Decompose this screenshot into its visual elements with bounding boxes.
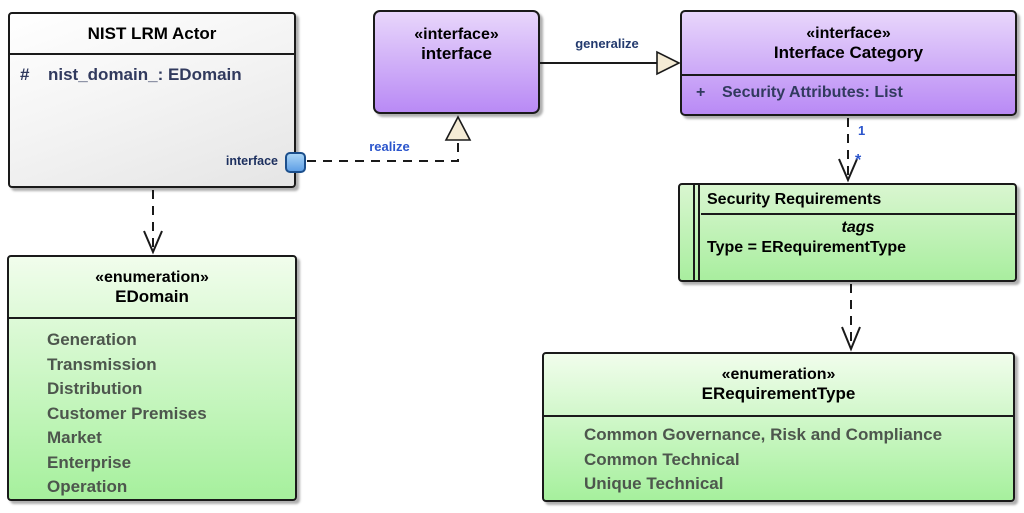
enum-value[interactable]: Generation bbox=[47, 330, 137, 349]
attribute-text: nist_domain_: EDomain bbox=[48, 65, 242, 84]
class-title-interface-category: «interface» Interface Category bbox=[682, 12, 1015, 76]
class-box-interface[interactable]: «interface» interface bbox=[373, 10, 540, 114]
stereotype-label: «enumeration» bbox=[721, 366, 836, 383]
enum-value[interactable]: Enterprise bbox=[47, 452, 132, 472]
enum-value[interactable]: Unique Technical bbox=[584, 474, 724, 493]
class-name-label: Security Requirements bbox=[701, 185, 1015, 215]
enum-value-list: Generation Transmission Distribution Cus… bbox=[9, 319, 295, 500]
attribute-nist-domain[interactable]: # nist_domain_: EDomain bbox=[10, 55, 294, 85]
class-title-nist-lrm-actor: NIST LRM Actor bbox=[10, 14, 294, 55]
generalize-label: generalize bbox=[575, 36, 639, 51]
tag-value: Type = ERequirementType bbox=[707, 239, 907, 256]
enum-value[interactable]: Distribution bbox=[47, 379, 143, 398]
multiplicity-target-label: * bbox=[855, 152, 862, 169]
open-arrowhead-icon bbox=[841, 326, 861, 352]
enum-title-erequirementtype: «enumeration» ERequirementType bbox=[544, 354, 1013, 417]
port-label: interface bbox=[225, 154, 278, 168]
realize-label: realize bbox=[369, 139, 410, 154]
enum-title-edomain: «enumeration» EDomain bbox=[9, 257, 295, 319]
enum-value[interactable]: Customer Premises bbox=[47, 403, 207, 423]
visibility-marker: + bbox=[696, 84, 706, 101]
class-box-interface-category[interactable]: «interface» Interface Category + Securit… bbox=[680, 10, 1017, 116]
enum-box-edomain[interactable]: «enumeration» EDomain Generation Transmi… bbox=[7, 255, 297, 501]
attribute-text: Security Attributes: List bbox=[722, 84, 903, 101]
enum-value[interactable]: Common Technical bbox=[584, 449, 740, 469]
enum-value[interactable]: Common Governance, Risk and Compliance bbox=[584, 425, 943, 444]
realization-arrowhead-icon bbox=[444, 115, 472, 141]
class-name-label: NIST LRM Actor bbox=[87, 23, 217, 43]
enum-value[interactable]: Transmission bbox=[47, 354, 157, 374]
class-box-nist-lrm-actor[interactable]: NIST LRM Actor # nist_domain_: EDomain i… bbox=[8, 12, 306, 188]
stereotype-label: «interface» bbox=[414, 26, 499, 43]
class-name-label: Interface Category bbox=[773, 42, 924, 62]
visibility-marker: # bbox=[20, 65, 30, 84]
multiplicity-source-label: 1 bbox=[858, 123, 866, 138]
realization-line[interactable] bbox=[307, 142, 459, 162]
class-name-label: ERequirementType bbox=[701, 384, 856, 403]
generalization-arrowhead-icon bbox=[656, 50, 681, 76]
enum-value-list: Common Governance, Risk and Compliance C… bbox=[544, 417, 1013, 497]
class-name-label: interface bbox=[421, 44, 492, 63]
tags-header: tags bbox=[841, 219, 875, 236]
attribute-security-attributes[interactable]: + Security Attributes: List bbox=[682, 76, 1015, 102]
stereotype-label: «interface» bbox=[806, 24, 891, 42]
interface-port[interactable] bbox=[285, 152, 306, 173]
enum-box-erequirementtype[interactable]: «enumeration» ERequirementType Common Go… bbox=[542, 352, 1015, 502]
class-box-security-requirements[interactable]: Security Requirements tags Type = ERequi… bbox=[678, 183, 1017, 282]
enum-value[interactable]: Market bbox=[47, 428, 102, 447]
requirement-double-line bbox=[693, 185, 700, 280]
class-name-label: EDomain bbox=[115, 286, 189, 306]
stereotype-label: «enumeration» bbox=[95, 268, 209, 286]
open-arrowhead-icon bbox=[143, 230, 163, 255]
open-arrowhead-icon bbox=[838, 158, 858, 183]
enum-value[interactable]: Operation bbox=[47, 477, 128, 496]
